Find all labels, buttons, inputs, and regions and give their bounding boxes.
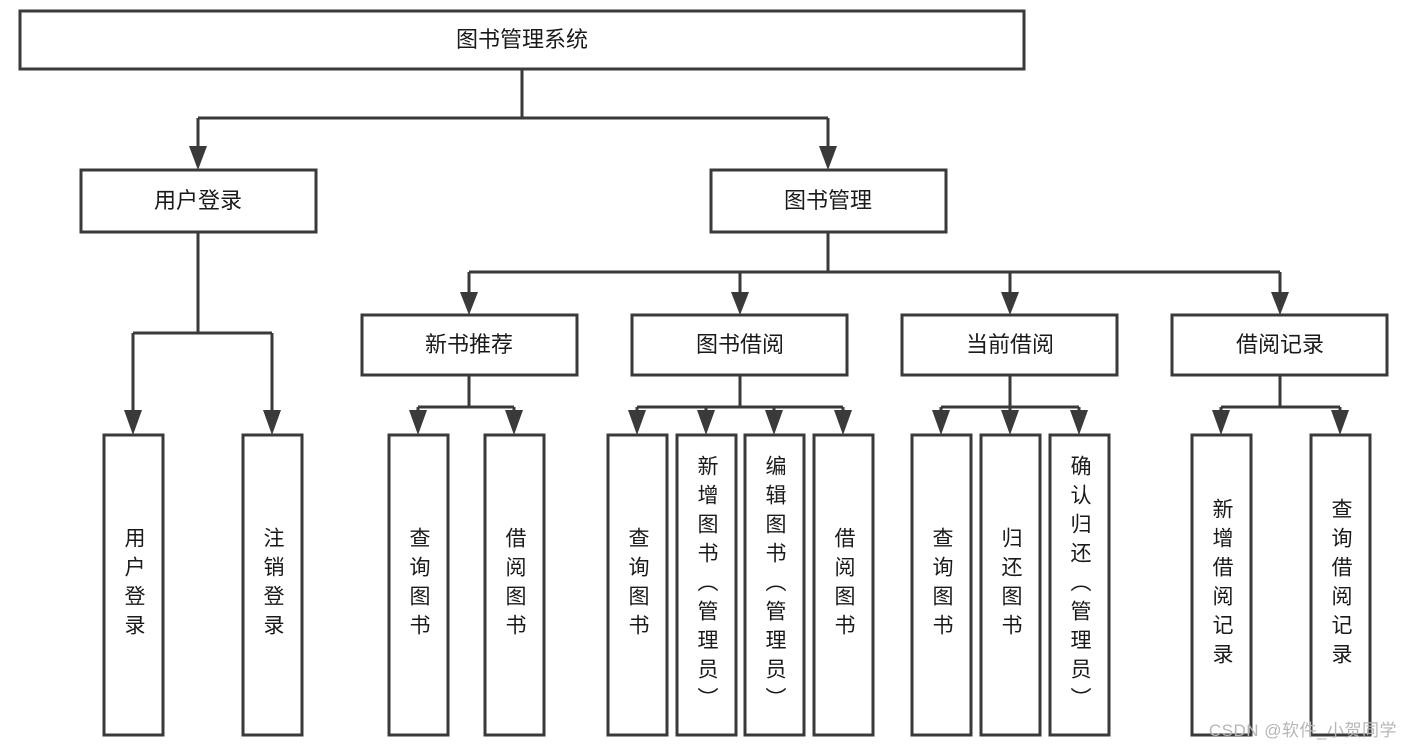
node-root-box[interactable] bbox=[18, 9, 1026, 71]
node-root[interactable]: 图书管理系统 bbox=[18, 9, 1026, 71]
node-layer: 图书管理系统 用户登录 图书管理 新书推荐 图书借阅 bbox=[18, 9, 1389, 737]
node-leaf-bb-edit-box[interactable] bbox=[743, 433, 806, 737]
node-leaf-user-logout-box[interactable] bbox=[241, 433, 304, 737]
node-borrow-record-label: 借阅记录 bbox=[1236, 332, 1324, 357]
node-leaf-br-query[interactable] bbox=[1309, 433, 1372, 737]
node-leaf-bb-borrow-box[interactable] bbox=[812, 433, 875, 737]
node-current-borrow[interactable]: 当前借阅 bbox=[900, 313, 1119, 377]
arrow-head-leaf-cb-query bbox=[932, 410, 950, 435]
node-book-borrow-label: 图书借阅 bbox=[696, 332, 784, 357]
node-user-login-box[interactable] bbox=[79, 168, 318, 234]
node-leaf-bb-query[interactable] bbox=[606, 433, 669, 737]
arrow-head-user-login bbox=[189, 146, 207, 170]
node-new-book-rec-box[interactable] bbox=[360, 313, 579, 377]
node-leaf-user-logout[interactable] bbox=[241, 433, 304, 737]
node-user-login[interactable]: 用户登录 bbox=[79, 168, 318, 234]
node-user-login-label: 用户登录 bbox=[154, 188, 242, 213]
node-book-manage-box[interactable] bbox=[709, 168, 948, 234]
node-current-borrow-box[interactable] bbox=[900, 313, 1119, 377]
node-leaf-br-query-box[interactable] bbox=[1309, 433, 1372, 737]
node-leaf-br-add[interactable] bbox=[1190, 433, 1253, 737]
arrow-head-leaf-br-add bbox=[1212, 410, 1230, 435]
node-leaf-bb-add-box[interactable] bbox=[675, 433, 738, 737]
arrow-head-current-borrow bbox=[1001, 292, 1019, 315]
node-leaf-cb-return-box[interactable] bbox=[979, 433, 1042, 737]
node-leaf-bb-borrow[interactable] bbox=[812, 433, 875, 737]
node-leaf-cb-return[interactable] bbox=[979, 433, 1042, 737]
node-book-borrow-box[interactable] bbox=[630, 313, 849, 377]
connector-layer bbox=[124, 69, 1349, 435]
arrow-head-book-manage bbox=[819, 146, 837, 170]
arrow-head-leaf-br-query bbox=[1331, 410, 1349, 435]
node-book-manage[interactable]: 图书管理 bbox=[709, 168, 948, 234]
node-leaf-user-login[interactable] bbox=[102, 433, 165, 737]
arrow-head-book-borrow bbox=[731, 292, 749, 315]
node-book-manage-label: 图书管理 bbox=[784, 188, 872, 213]
node-leaf-cb-confirm-box[interactable] bbox=[1048, 433, 1111, 737]
arrow-head-leaf-rec-borrow bbox=[505, 410, 523, 435]
node-current-borrow-label: 当前借阅 bbox=[966, 332, 1054, 357]
arrow-head-leaf-rec-query bbox=[409, 410, 427, 435]
node-leaf-br-add-box[interactable] bbox=[1190, 433, 1253, 737]
arrow-head-new-book-rec bbox=[460, 292, 478, 315]
arrow-head-borrow-record bbox=[1271, 292, 1289, 315]
node-leaf-cb-confirm[interactable] bbox=[1048, 433, 1111, 737]
arrow-head-leaf-bb-add bbox=[697, 410, 715, 435]
arrow-head-leaf-user-login bbox=[124, 410, 142, 435]
arrow-head-leaf-bb-edit bbox=[765, 410, 783, 435]
node-leaf-cb-query[interactable] bbox=[910, 433, 973, 737]
node-new-book-rec[interactable]: 新书推荐 bbox=[360, 313, 579, 377]
arrow-head-leaf-bb-query bbox=[628, 410, 646, 435]
node-borrow-record-box[interactable] bbox=[1170, 313, 1389, 377]
arrow-head-leaf-cb-confirm bbox=[1070, 410, 1088, 435]
node-leaf-bb-query-box[interactable] bbox=[606, 433, 669, 737]
node-leaf-user-login-box[interactable] bbox=[102, 433, 165, 737]
node-book-borrow[interactable]: 图书借阅 bbox=[630, 313, 849, 377]
node-leaf-rec-query[interactable] bbox=[387, 433, 450, 737]
node-root-label: 图书管理系统 bbox=[456, 27, 588, 52]
arrow-head-leaf-bb-borrow bbox=[834, 410, 852, 435]
node-new-book-rec-label: 新书推荐 bbox=[425, 332, 513, 357]
node-leaf-rec-borrow-box[interactable] bbox=[483, 433, 546, 737]
node-leaf-rec-query-box[interactable] bbox=[387, 433, 450, 737]
node-leaf-bb-add[interactable] bbox=[675, 433, 738, 737]
node-leaf-cb-query-box[interactable] bbox=[910, 433, 973, 737]
watermark: CSDN @软件_小贺同学 bbox=[1208, 721, 1397, 740]
arrow-head-leaf-user-logout bbox=[263, 410, 281, 435]
arrow-head-leaf-cb-return bbox=[1001, 410, 1019, 435]
node-leaf-rec-borrow[interactable] bbox=[483, 433, 546, 737]
node-leaf-bb-edit[interactable] bbox=[743, 433, 806, 737]
node-borrow-record[interactable]: 借阅记录 bbox=[1170, 313, 1389, 377]
